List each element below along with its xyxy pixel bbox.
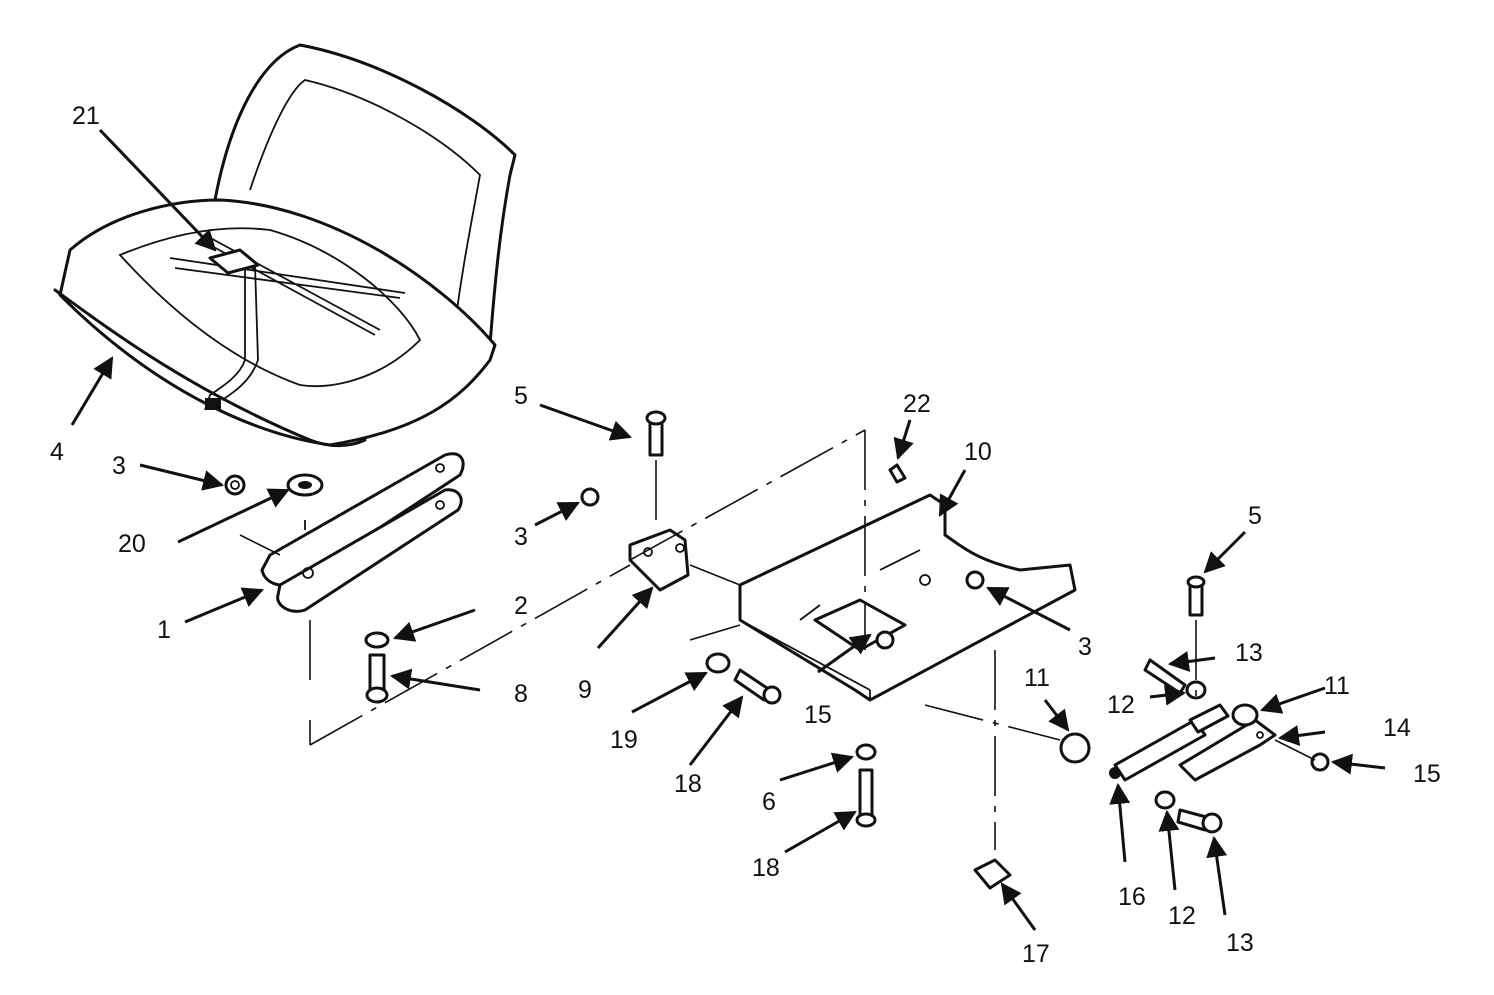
- callout-18: 18: [752, 854, 780, 882]
- callout-11: 11: [1024, 664, 1050, 692]
- seat-part-4: [53, 43, 517, 448]
- callout-9: 9: [578, 676, 592, 704]
- callout-3: 3: [112, 452, 126, 480]
- callout-19: 19: [610, 726, 638, 754]
- nut-part-3-left: [224, 474, 246, 496]
- callout-13: 13: [1235, 639, 1263, 667]
- callout-labels: 21 4 3 20 1 2 8 5 3 9 22 10 3 15 19 18 6…: [50, 102, 1441, 968]
- washer-part-2: [364, 631, 390, 649]
- switch-part-21: [208, 248, 260, 275]
- bolt-part-5-right: [1186, 575, 1206, 617]
- callout-21: 21: [72, 102, 100, 130]
- callout-16: 16: [1118, 883, 1146, 911]
- callout-1: 1: [157, 616, 171, 644]
- seat-slide-part-1: [260, 452, 465, 613]
- bolt-part-8: [365, 653, 389, 704]
- callout-11: 11: [1324, 672, 1350, 700]
- washer-part-12-lower: [1154, 790, 1176, 810]
- washer-part-20: [286, 473, 324, 497]
- callout-10: 10: [964, 438, 992, 466]
- callout-3: 3: [1078, 633, 1092, 661]
- nut-part-3-middle: [580, 487, 600, 507]
- callout-12: 12: [1107, 691, 1135, 719]
- bushing-part-11-left: [1059, 732, 1091, 764]
- callout-12: 12: [1168, 902, 1196, 930]
- callout-15: 15: [1413, 760, 1441, 788]
- callout-8: 8: [514, 680, 528, 708]
- bolt-part-18-upper: [733, 668, 782, 705]
- shock-part-16: [1109, 703, 1230, 782]
- bushing-part-19: [705, 652, 731, 674]
- callout-14: 14: [1383, 714, 1411, 742]
- callout-18: 18: [674, 770, 702, 798]
- callout-6: 6: [762, 788, 776, 816]
- lockwasher-part-6: [855, 743, 877, 761]
- bolt-part-13-upper: [1143, 658, 1187, 695]
- bolt-part-18-lower: [855, 768, 877, 828]
- bracket-part-14: [1178, 718, 1277, 782]
- callout-17: 17: [1022, 940, 1050, 968]
- bushing-part-11-right: [1231, 703, 1259, 727]
- nut-part-15-middle: [875, 630, 895, 650]
- bumper-part-17: [973, 858, 1012, 890]
- callout-20: 20: [118, 530, 146, 558]
- bolt-part-5-upper: [645, 410, 667, 457]
- callout-5: 5: [514, 382, 528, 410]
- callout-4: 4: [50, 438, 64, 466]
- bolt-part-13-lower: [1176, 808, 1223, 834]
- leader-arrows: [70, 128, 1386, 931]
- callout-13: 13: [1226, 929, 1254, 957]
- nut-part-3-right: [965, 570, 985, 590]
- callout-15: 15: [804, 701, 832, 729]
- nut-part-15-right: [1310, 752, 1330, 772]
- callout-5: 5: [1248, 502, 1262, 530]
- callout-22: 22: [903, 390, 931, 418]
- callout-3: 3: [514, 523, 528, 551]
- decal-part-22: [888, 463, 907, 484]
- seat-pan-bracket-part-10: [738, 493, 1077, 702]
- bracket-part-9: [628, 528, 690, 592]
- callout-2: 2: [514, 592, 528, 620]
